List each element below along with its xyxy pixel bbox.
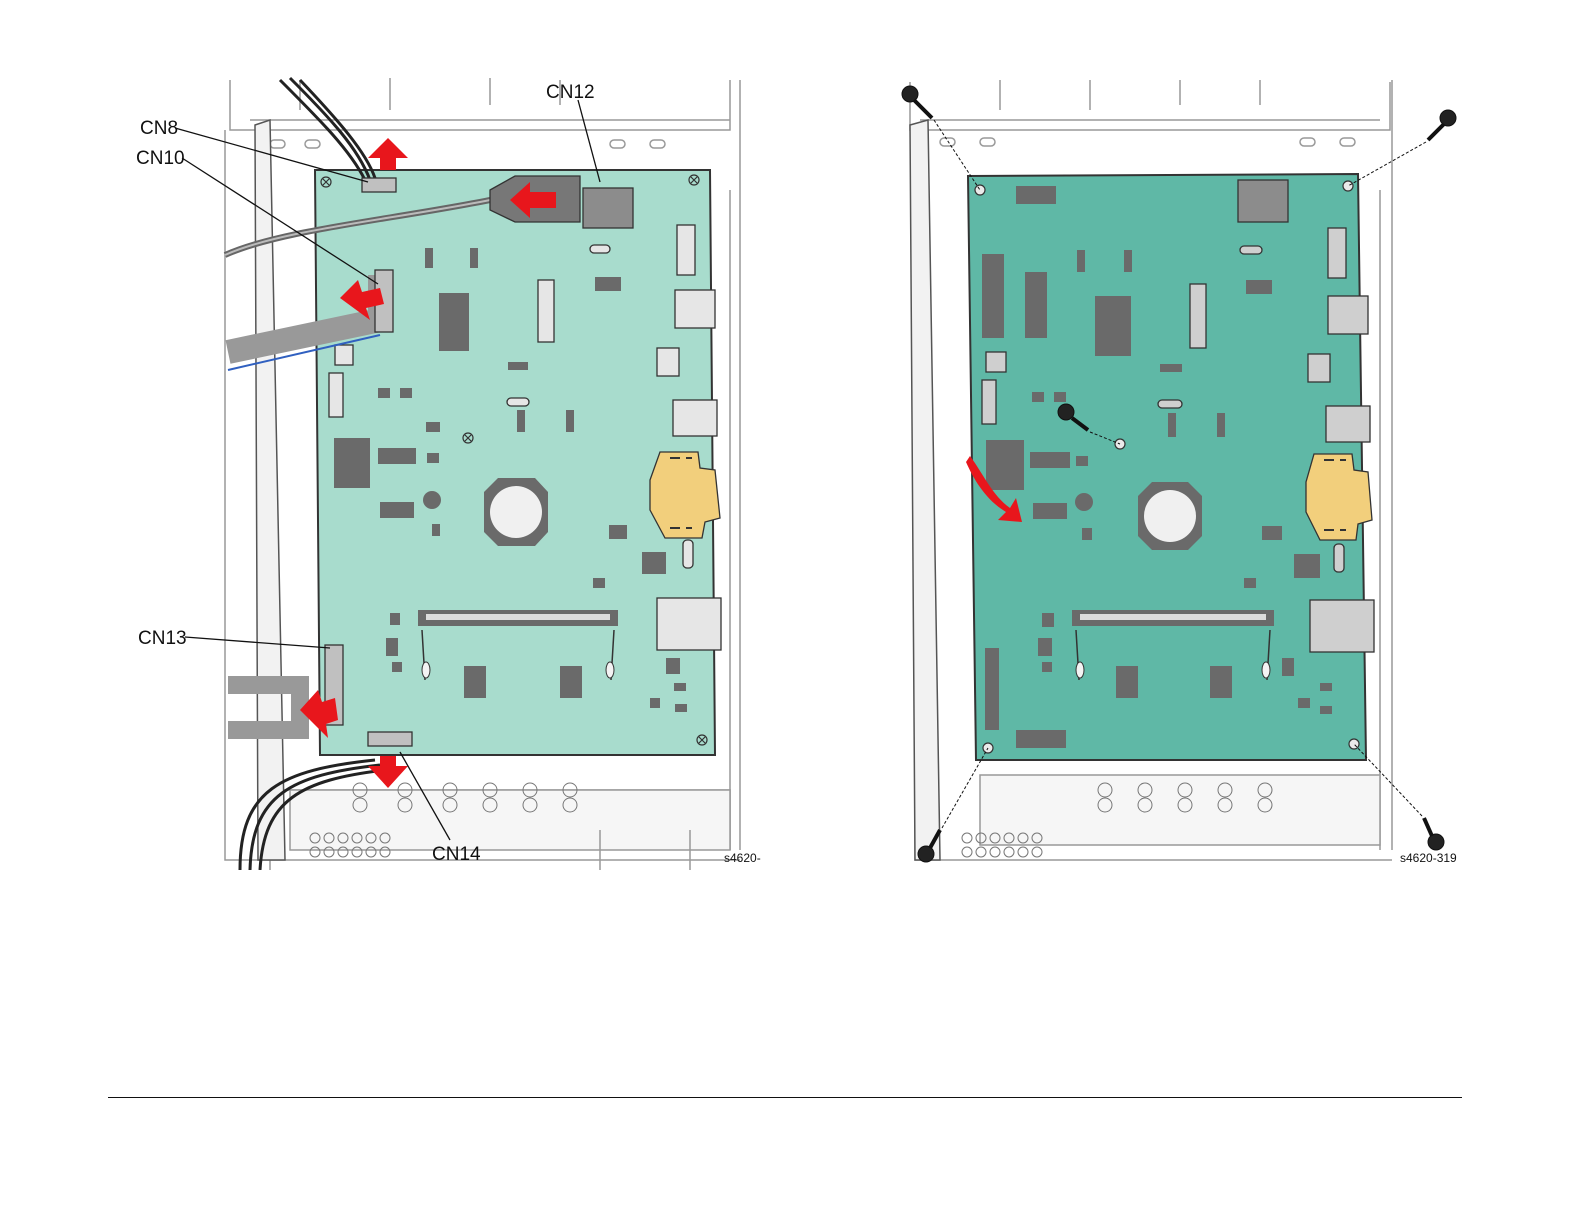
board-illustration-right: s4620-319 [880,70,1480,870]
screw-top-left [902,86,932,118]
label-cn8: CN8 [140,118,178,139]
screw-top-right [1428,110,1456,140]
figure-id-right: s4620-319 [1400,851,1457,865]
battery-right [1138,482,1202,550]
controller-board-right [968,174,1366,760]
label-cn14: CN14 [432,844,481,865]
footer-rule [108,1097,1462,1098]
figure-remove-screws: s4620-319 [880,70,1480,870]
label-cn12: CN12 [546,82,595,103]
side-frame-right [910,120,940,860]
arrow-up-cn8 [368,138,408,170]
board-illustration-left: CN8 CN10 CN12 CN13 CN14 s4620- [130,70,770,870]
figure-id-left: s4620- [724,851,761,865]
label-cn10: CN10 [136,148,185,169]
battery-left [484,478,548,546]
side-frame [255,120,285,860]
controller-board-left [315,170,715,755]
screw-bottom-right [1424,818,1444,850]
figure-disconnect-cables: CN8 CN10 CN12 CN13 CN14 s4620- [130,70,770,870]
label-cn13: CN13 [138,628,187,649]
